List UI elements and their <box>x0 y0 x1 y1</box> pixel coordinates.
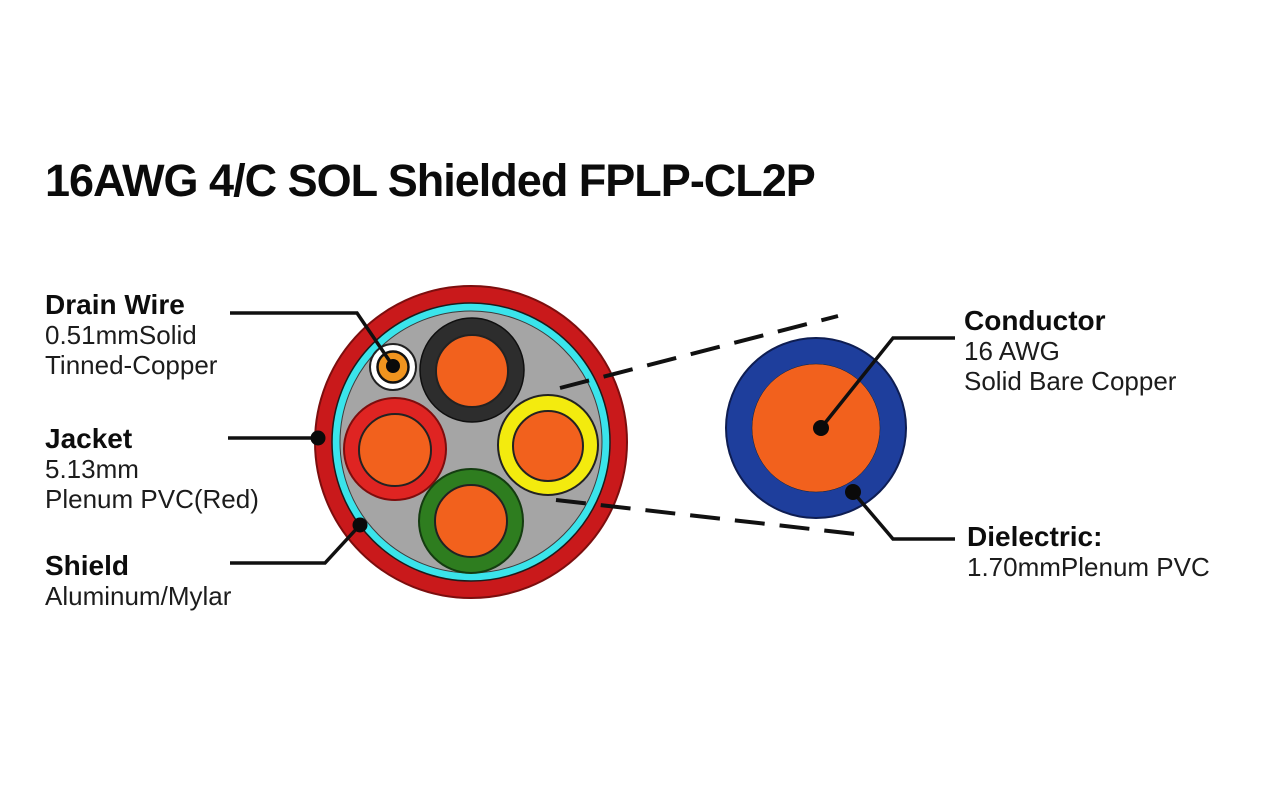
jacket-dot <box>310 430 326 446</box>
conductor-green <box>418 468 524 574</box>
shield-spec-material: Aluminum/Mylar <box>45 581 232 611</box>
dashed-line-top <box>559 314 839 390</box>
leader-lines <box>228 311 955 565</box>
callout-jacket: Jacket 5.13mm Plenum PVC(Red) <box>45 423 259 514</box>
callout-conductor: Conductor 16 AWG Solid Bare Copper <box>964 305 1176 396</box>
page-title: 16AWG 4/C SOL Shielded FPLP-CL2P <box>45 155 816 206</box>
shield-heading: Shield <box>45 550 130 581</box>
conductor-spec-material: Solid Bare Copper <box>964 366 1177 396</box>
callout-dielectric: Dielectric: 1.70mmPlenum PVC <box>967 521 1210 582</box>
conductor-dot <box>813 420 829 436</box>
jacket-spec-size: 5.13mm <box>45 454 139 484</box>
dashed-line-bottom <box>555 498 856 536</box>
conductor-yellow <box>497 394 599 496</box>
conductor-red <box>343 397 447 501</box>
conductor-black <box>419 317 525 423</box>
conductor-green-core <box>434 484 508 558</box>
drain-wire-spec-material: Tinned-Copper <box>45 350 218 380</box>
shield-dot <box>352 517 368 533</box>
conductor-red-core <box>358 413 432 487</box>
dielectric-dot <box>845 484 861 500</box>
conductor-heading: Conductor <box>964 305 1106 336</box>
conductor-leader <box>819 336 955 430</box>
callout-drain-wire: Drain Wire 0.51mmSolid Tinned-Copper <box>45 289 217 380</box>
dielectric-leader <box>851 490 955 541</box>
leader-dots <box>310 359 861 533</box>
drain-wire-heading: Drain Wire <box>45 289 185 320</box>
cable-cross-section <box>314 285 628 599</box>
drain-wire-spec-size: 0.51mmSolid <box>45 320 197 350</box>
conductor-black-core <box>435 334 509 408</box>
shield-leader <box>230 523 362 565</box>
magnification-lines <box>555 314 856 536</box>
conductor-yellow-core <box>512 410 584 482</box>
dielectric-heading: Dielectric: <box>967 521 1103 552</box>
dielectric-spec-size: 1.70mmPlenum PVC <box>967 552 1210 582</box>
jacket-heading: Jacket <box>45 423 133 454</box>
drain-wire-dot <box>386 359 400 373</box>
conductor-spec-size: 16 AWG <box>964 336 1060 366</box>
drain-wire-leader <box>230 311 395 367</box>
callout-shield: Shield Aluminum/Mylar <box>45 550 231 611</box>
jacket-spec-material: Plenum PVC(Red) <box>45 484 259 514</box>
